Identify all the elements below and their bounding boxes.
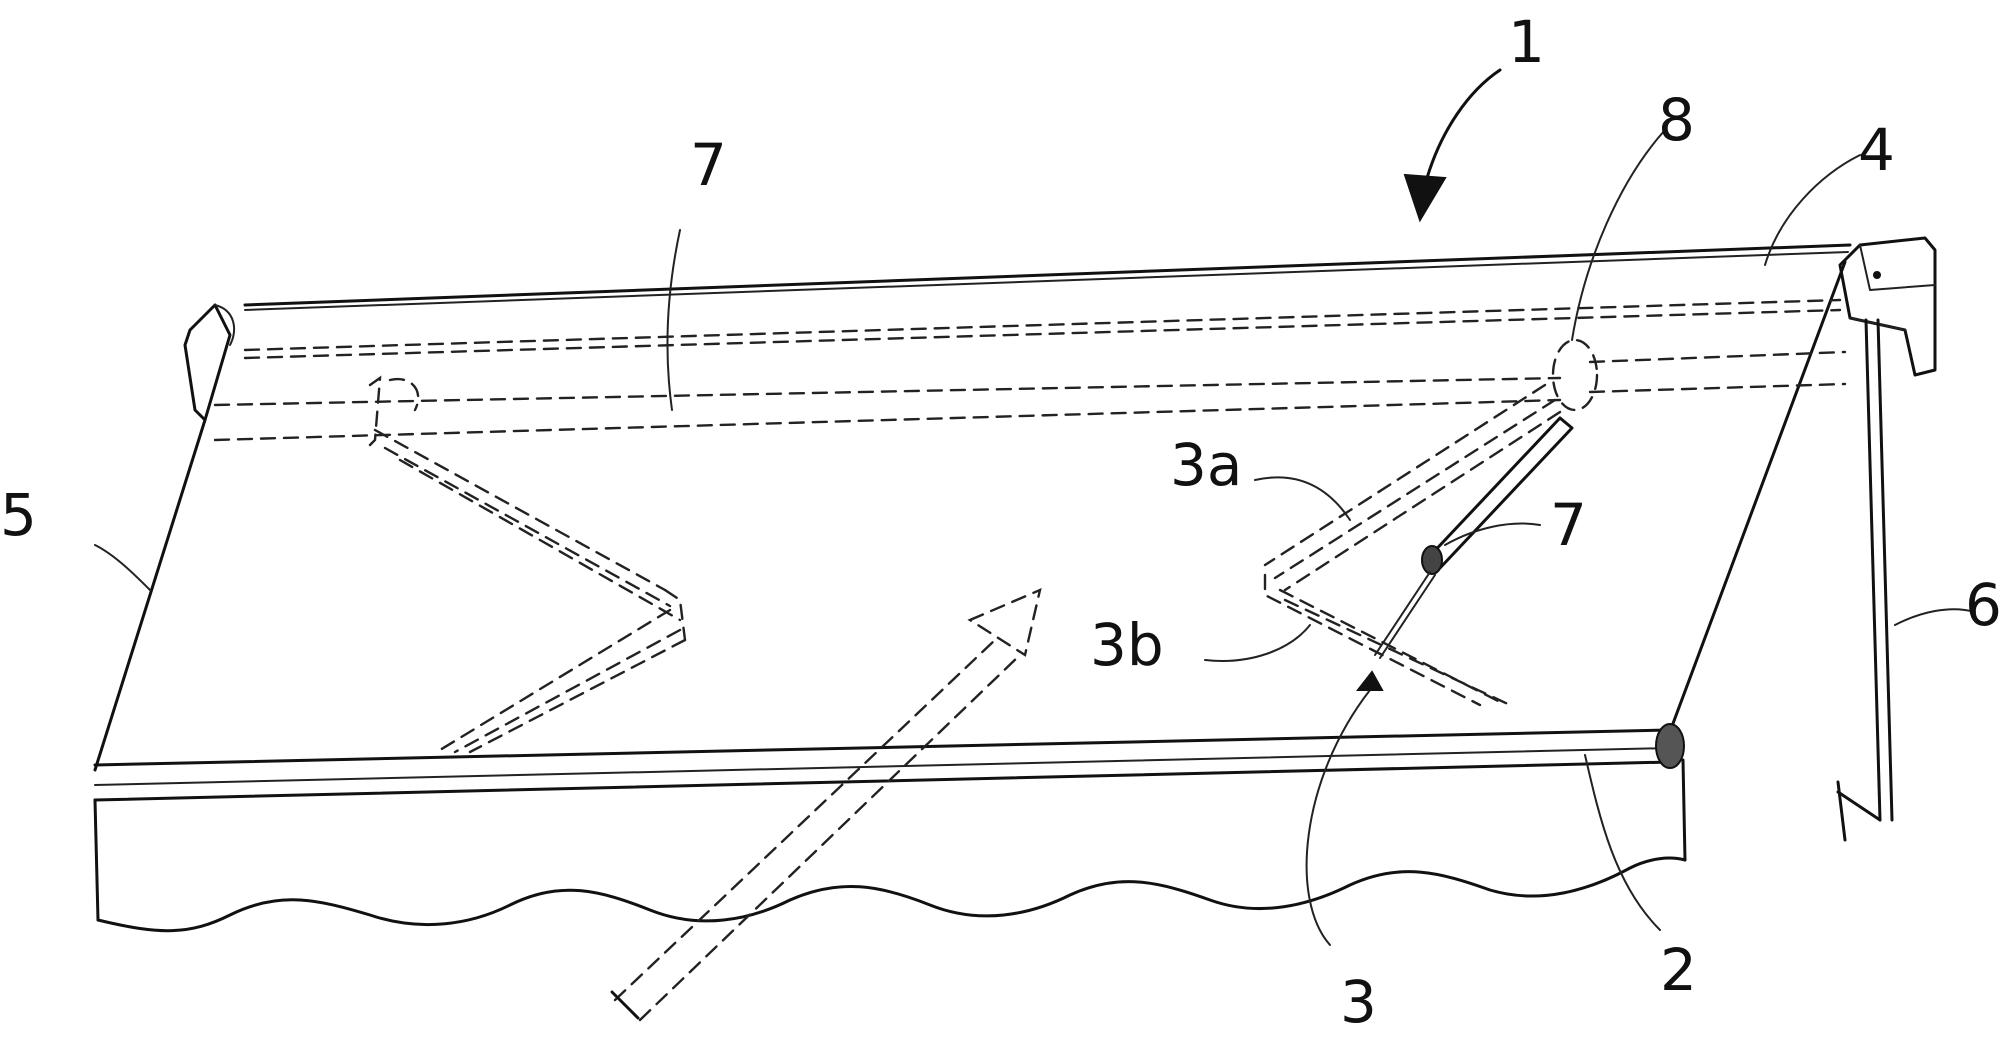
leader-lines [94,68,1976,946]
awning-frame [93,243,1852,933]
arrow-head-3 [1355,670,1384,691]
internal-structure [213,298,1847,754]
gas-spring [1374,416,1574,659]
label-4: 4 [1858,116,1895,184]
label-6: 6 [1965,571,2002,639]
right-end-cap [1838,236,1937,377]
label-1: 1 [1508,8,1545,76]
label-7-top: 7 [690,131,727,199]
reference-labels: 1 7 8 4 5 3a 7 3b 6 3 2 [0,8,2002,1036]
left-end-bracket [183,303,236,422]
label-3b: 3b [1090,611,1164,679]
label-7-right: 7 [1550,491,1587,559]
arrow-head-1 [1403,173,1447,223]
hand-crank [1836,318,1894,842]
front-bar-end-cap [1655,723,1685,769]
valance-edge [96,856,1687,933]
label-3: 3 [1340,968,1377,1036]
label-2: 2 [1660,936,1697,1004]
label-5: 5 [0,481,37,549]
label-3a: 3a [1170,431,1242,499]
label-8: 8 [1658,86,1695,154]
extension-direction-arrow [610,587,1042,1022]
